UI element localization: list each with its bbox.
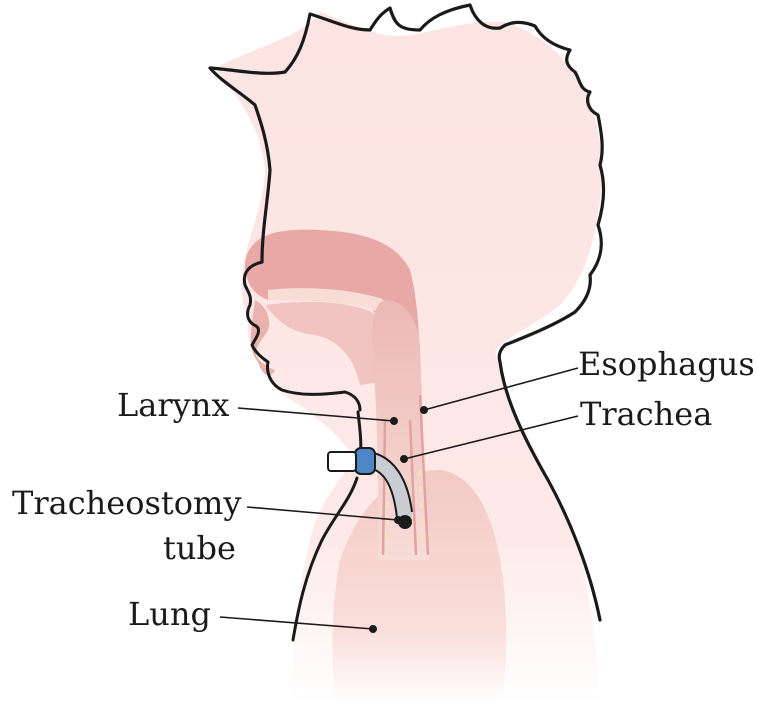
label-tracheostomy-line2: tube: [163, 532, 236, 564]
lung-dot: [370, 626, 376, 632]
trachea-dot: [401, 456, 407, 462]
tracheostomy-dot: [395, 517, 401, 523]
label-larynx: Larynx: [117, 389, 229, 421]
label-trachea: Trachea: [580, 398, 712, 430]
label-lung: Lung: [128, 598, 211, 630]
tube-flange: [355, 448, 375, 474]
label-esophagus: Esophagus: [578, 348, 755, 380]
esophagus-dot: [421, 407, 427, 413]
larynx-dot: [391, 418, 397, 424]
label-tracheostomy-line1: Tracheostomy: [12, 487, 241, 519]
tube-connector: [328, 452, 356, 471]
